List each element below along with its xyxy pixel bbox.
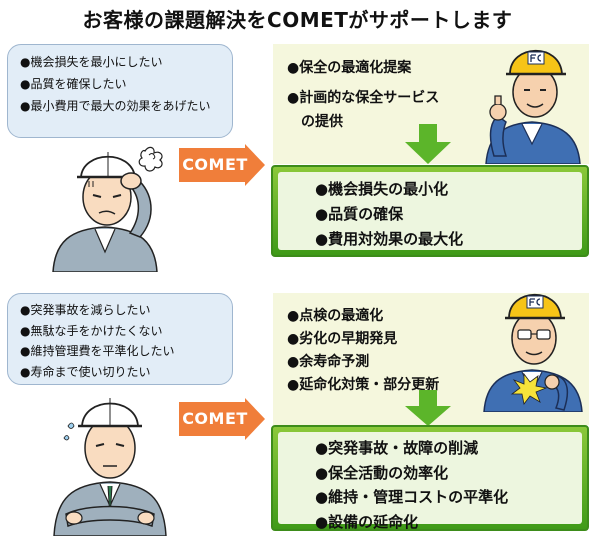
proposal-item: ●延命化対策・部分更新 — [287, 377, 440, 393]
comet-arrow-label: COMET — [182, 409, 248, 428]
result-item: ●維持・管理コストの平準化 — [315, 488, 509, 506]
result-item: ●保全活動の効率化 — [315, 463, 449, 482]
need-item: ●最小費用で最大の効果をあげたい — [20, 99, 211, 113]
down-arrow-icon — [405, 124, 451, 164]
result-item: ●機会損失の最小化 — [315, 180, 449, 198]
arrow-right-icon — [179, 144, 265, 186]
result-box-1: ●機会損失の最小化 ●品質の確保 ●費用対効果の最大化 — [271, 165, 589, 257]
proposal-item: の提供 — [287, 114, 343, 130]
result-box-2: ●突発事故・故障の削減 ●保全活動の効率化 ●維持・管理コストの平準化 ●設備の… — [271, 425, 589, 531]
proposal-item: ●劣化の早期発見 — [287, 331, 398, 347]
customer-needs-box-1: ●機会損失を最小にしたい ●品質を確保したい ●最小費用で最大の効果をあげたい — [7, 44, 233, 138]
comet-arrow-label: COMET — [182, 155, 248, 174]
worried-worker-illustration — [52, 146, 163, 272]
proposal-item: ●余寿命予測 — [287, 354, 370, 370]
comet-arrow: COMET — [179, 398, 265, 440]
result-item: ●品質の確保 — [315, 205, 404, 223]
proposal-item: ●計画的な保全サービス — [287, 90, 440, 106]
result-item: ●突発事故・故障の削減 — [315, 439, 479, 457]
down-arrow-icon — [405, 390, 451, 426]
need-item: ●維持管理費を平準化したい — [20, 344, 175, 358]
engineer-pointing-illustration — [483, 293, 583, 412]
arrow-right-icon — [179, 398, 265, 440]
need-item: ●寿命まで使い切りたい — [20, 364, 151, 379]
proposal-item: ●点検の最適化 — [287, 308, 384, 324]
result-inner — [278, 172, 582, 250]
result-item: ●費用対効果の最大化 — [315, 230, 464, 248]
comet-arrow: COMET — [179, 144, 265, 186]
need-item: ●機会損失を最小にしたい — [20, 55, 163, 69]
result-item: ●設備の延命化 — [315, 512, 419, 531]
result-inner — [278, 432, 582, 524]
page-title: お客様の課題解決をCOMETがサポートします — [82, 8, 513, 32]
thinking-worker-illustration — [53, 398, 167, 536]
need-item: ●品質を確保したい — [20, 77, 127, 91]
customer-needs-box-2: ●突発事故を減らしたい ●無駄な手をかけたくない ●維持管理費を平準化したい ●… — [7, 293, 233, 385]
need-item: ●突発事故を減らしたい — [20, 303, 151, 317]
need-item: ●無駄な手をかけたくない — [20, 323, 163, 338]
proposal-item: ●保全の最適化提案 — [287, 60, 412, 76]
engineer-thumbs-up-illustration — [485, 49, 581, 164]
